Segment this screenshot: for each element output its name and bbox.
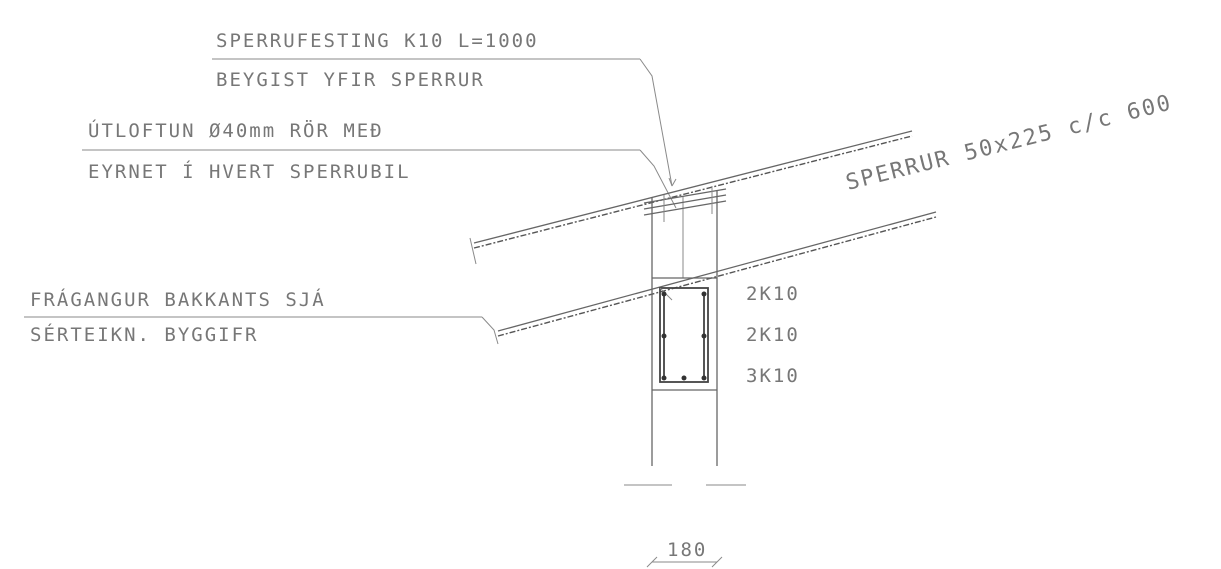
- label-ventilation-note: EYRNET Í HVERT SPERRUBIL: [88, 160, 411, 183]
- label-rafter-fixing-note: BEYGIST YFIR SPERRUR: [216, 69, 485, 91]
- leader-ventilation: [639, 149, 677, 209]
- label-bar-top: 2K10: [746, 283, 800, 305]
- leader-arrow: [668, 177, 677, 187]
- leader-finish: [481, 316, 499, 345]
- rebar-mid-left: [661, 333, 667, 339]
- leader-rafter-fixing: [639, 58, 673, 187]
- rafter-top-line: [473, 130, 913, 244]
- dimension-tick-left: [646, 556, 658, 568]
- rebar-top-left: [661, 291, 667, 297]
- stirrup: [659, 287, 709, 383]
- rebar-top-right: [701, 291, 707, 297]
- label-ventilation: ÚTLOFTUN Ø40mm RÖR MEÐ: [88, 118, 384, 142]
- rebar-bottom-center: [681, 375, 687, 381]
- dimension-tick-right: [711, 556, 723, 568]
- rebar-bottom-right: [701, 375, 707, 381]
- top-plate-3: [643, 200, 727, 216]
- rafter-top-dash: [473, 135, 913, 249]
- label-bar-mid: 2K10: [746, 324, 800, 346]
- rafter-bottom-dash: [497, 216, 937, 337]
- label-rafter-fixing: SPERRUFESTING K10 L=1000: [216, 30, 539, 52]
- label-rafters: SPERRUR 50x225 c/c 600: [843, 90, 1174, 195]
- label-width-dim: 180: [667, 539, 707, 561]
- label-finish-note: SÉRTEIKN. BYGGIFR: [30, 323, 258, 346]
- label-bar-bottom: 3K10: [746, 365, 800, 387]
- rebar-mid-right: [701, 333, 707, 339]
- label-finish: FRÁGANGUR BAKKANTS SJÁ: [30, 288, 326, 311]
- rebar-bottom-left: [661, 375, 667, 381]
- rafter-end-tick: [469, 237, 477, 265]
